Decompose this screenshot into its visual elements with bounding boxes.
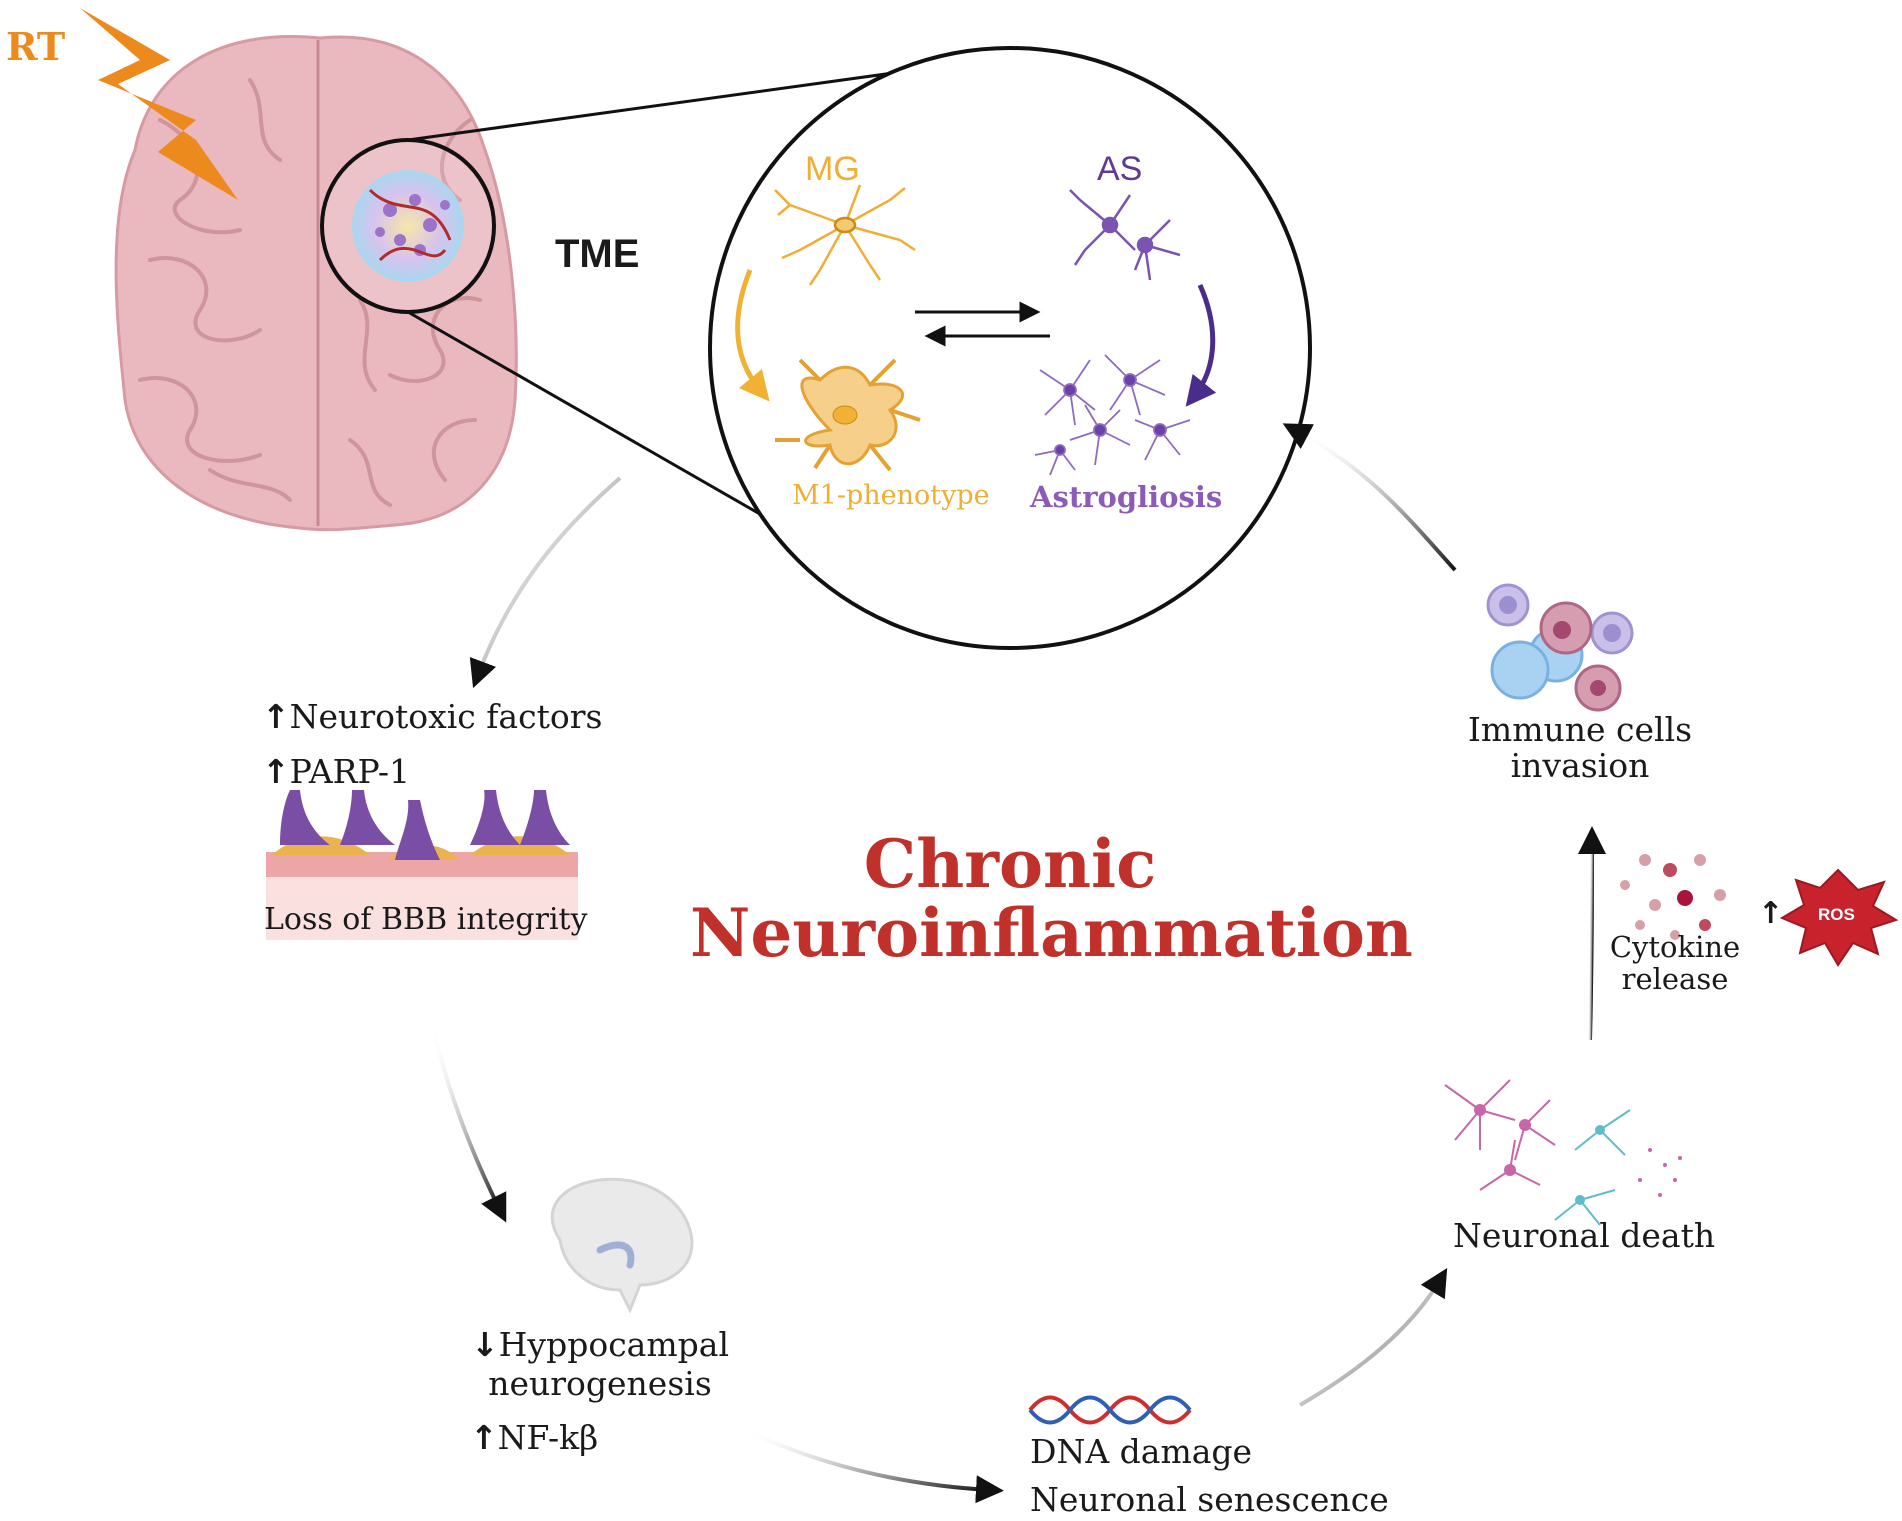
tme-circle <box>708 46 1312 650</box>
cycle-arrow-6 <box>1282 423 1457 572</box>
neuronal-death-label: Neuronal death <box>1453 1216 1716 1255</box>
cycle-arrow-3 <box>744 1428 1004 1504</box>
bbb-label: Loss of BBB integrity <box>264 902 588 937</box>
down-arrow-icon: ↓ <box>471 1325 499 1364</box>
as-label: AS <box>1097 150 1143 188</box>
rt-label: RT <box>6 24 66 69</box>
ros-label: ROS <box>1818 905 1855 924</box>
parp1-label: ↑PARP-1 <box>262 752 410 791</box>
microglia-activation-arrow <box>735 269 770 402</box>
tme-label: TME <box>555 232 640 276</box>
cycle-arrow-4 <box>1298 1267 1448 1407</box>
immune-cells-icon <box>1486 583 1634 712</box>
parp1-text: PARP-1 <box>289 752 411 791</box>
neurotoxic-text: Neurotoxic factors <box>289 697 603 736</box>
ros-burst-icon <box>1779 868 1899 967</box>
hippocampal-label: ↓Hyppocampal neurogenesis <box>471 1325 729 1403</box>
cycle-arrow-2 <box>430 1024 507 1223</box>
bbb-illustration <box>266 790 578 940</box>
zoom-line-top <box>407 68 916 142</box>
chart-title: Chronic Neuroinflammation <box>690 825 1413 973</box>
up-arrow-icon: ↑ <box>470 1418 498 1457</box>
cytokine-icon <box>1620 854 1726 940</box>
mg-label: MG <box>805 150 860 188</box>
neurotoxic-factors-label: ↑Neurotoxic factors <box>262 697 602 736</box>
astrogliosis-label: Astrogliosis <box>1030 480 1223 514</box>
neuronal-senescence-label: Neuronal senescence <box>1030 1480 1389 1519</box>
cycle-arrow-5 <box>1577 826 1606 1041</box>
up-arrow-icon: ↑ <box>262 697 290 736</box>
ros-up-arrow-icon: ↑ <box>1758 896 1784 931</box>
astrogliosis-icon <box>1034 354 1191 476</box>
microglia-resting-icon <box>774 184 916 286</box>
dna-helix-icon <box>1028 1395 1192 1425</box>
cytokine-label: Cytokine release <box>1609 930 1741 996</box>
nfkb-text: NF-kβ <box>497 1418 599 1457</box>
hippocampus-brain-icon <box>550 1177 694 1314</box>
brain-illustration <box>114 35 518 532</box>
cycle-arrow-1 <box>469 476 622 689</box>
nfkb-label: ↑NF-kβ <box>470 1418 598 1457</box>
neuronal-death-icon <box>1444 1079 1682 1226</box>
m1-phenotype-label: M1-phenotype <box>792 480 990 511</box>
immune-cells-label: Immune cells invasion <box>1467 710 1693 786</box>
up-arrow-icon: ↑ <box>262 752 290 791</box>
astrocyte-activation-arrow <box>1185 283 1217 407</box>
lightning-icon <box>80 8 238 200</box>
title-line-2: Neuroinflammation <box>690 894 1413 973</box>
title-line-1: Chronic <box>863 825 1157 903</box>
dna-damage-label: DNA damage <box>1030 1432 1253 1471</box>
microglia-m1-icon <box>775 358 921 472</box>
tumor-zoom-circle <box>320 138 496 314</box>
astrocyte-resting-icon <box>1069 189 1181 281</box>
